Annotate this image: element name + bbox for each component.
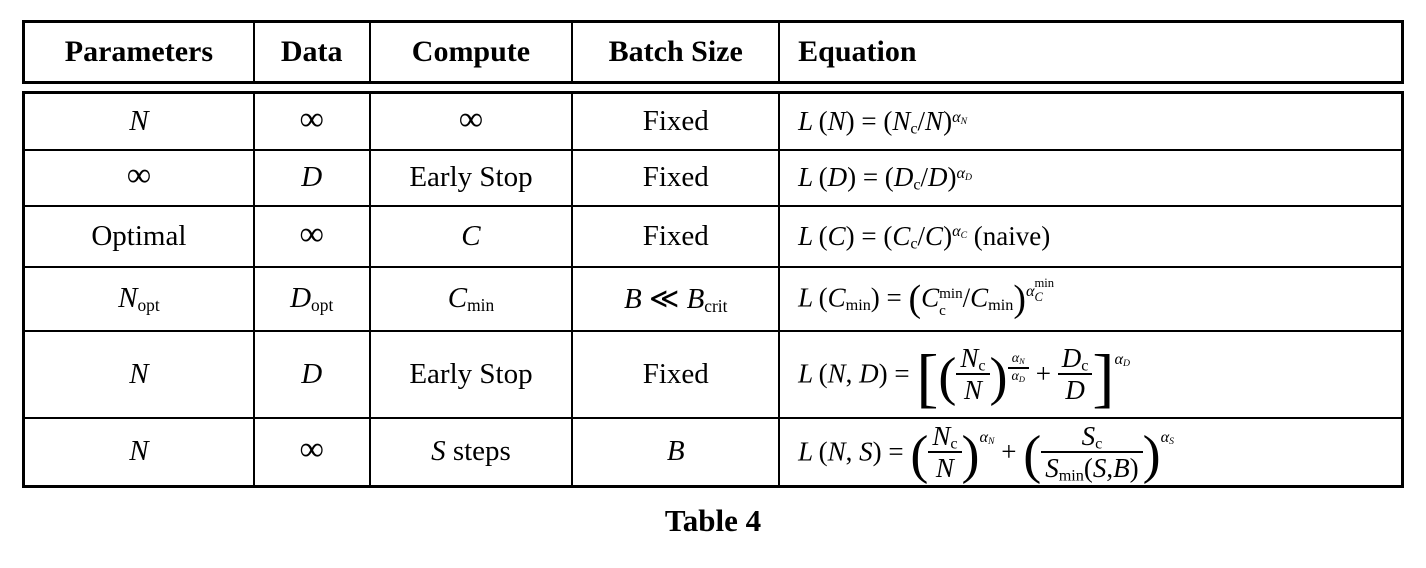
cell-compute: C xyxy=(368,204,574,268)
cell-parameters: N xyxy=(22,91,255,151)
col-header-batch-size: Batch Size xyxy=(571,20,781,84)
cell-batch-size: Fixed xyxy=(571,204,781,268)
cell-compute: Early Stop xyxy=(368,148,574,207)
cell-batch-size: Fixed xyxy=(571,329,781,419)
cell-data: ∞ xyxy=(252,91,371,151)
cell-batch-size: Fixed xyxy=(571,148,781,207)
cell-data: ∞ xyxy=(252,204,371,268)
col-header-compute: Compute xyxy=(368,20,574,84)
cell-batch-size: B xyxy=(571,416,781,488)
table-header-row: Parameters Data Compute Batch Size Equat… xyxy=(22,20,1404,84)
cell-data: D xyxy=(252,148,371,207)
col-header-parameters: Parameters xyxy=(22,20,255,84)
cell-data: Dopt xyxy=(252,265,371,332)
cell-data: D xyxy=(252,329,371,419)
cell-parameters: ∞ xyxy=(22,148,255,207)
cell-compute: Cmin xyxy=(368,265,574,332)
cell-compute: S steps xyxy=(368,416,574,488)
cell-batch-size: B ≪ Bcrit xyxy=(571,265,781,332)
cell-parameters: N xyxy=(22,416,255,488)
cell-parameters: N xyxy=(22,329,255,419)
table-header: Parameters Data Compute Batch Size Equat… xyxy=(22,20,1404,84)
double-rule-gap xyxy=(22,84,1404,91)
cell-equation: L (N) = (Nc/N)αN xyxy=(778,91,1404,151)
cell-data: ∞ xyxy=(252,416,371,488)
cell-equation: L (C) = (Cc/C)αC (naive) xyxy=(778,204,1404,268)
col-header-data: Data xyxy=(252,20,371,84)
cell-parameters: Nopt xyxy=(22,265,255,332)
cell-compute: Early Stop xyxy=(368,329,574,419)
cell-equation: L (D) = (Dc/D)αD xyxy=(778,148,1404,207)
cell-batch-size: Fixed xyxy=(571,91,781,151)
page: Parameters Data Compute Batch Size Equat… xyxy=(22,20,1404,538)
cell-parameters: Optimal xyxy=(22,204,255,268)
col-header-equation: Equation xyxy=(778,20,1404,84)
table-caption: Table 4 xyxy=(664,502,762,538)
cell-compute: ∞ xyxy=(368,91,574,151)
